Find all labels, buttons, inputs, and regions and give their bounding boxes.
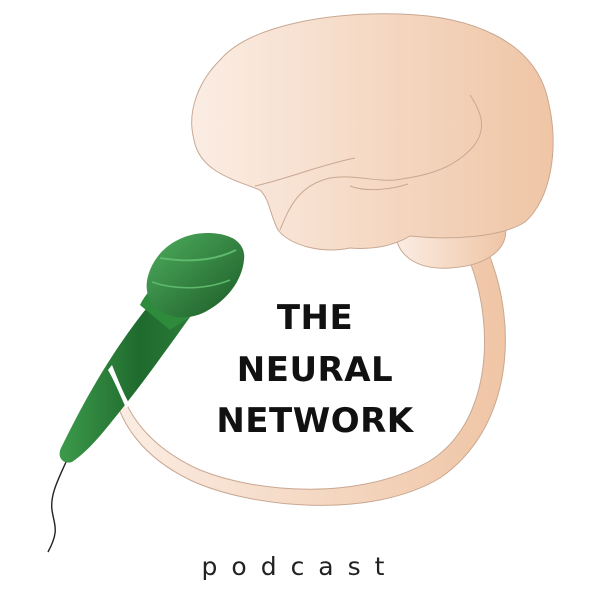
microphone-grille-line — [159, 249, 237, 262]
microphone-grille-line — [151, 279, 231, 289]
brain-cerebrum — [191, 13, 554, 251]
microphone-highlight — [108, 365, 130, 408]
microphone-handle — [59, 292, 195, 463]
title-line-the: THE — [276, 298, 354, 338]
title-line-network: NETWORK — [216, 401, 414, 441]
brain-fold — [279, 94, 483, 231]
microphone-cable — [47, 461, 67, 553]
brain-fold — [254, 157, 356, 187]
tagline-podcast: podcast — [201, 552, 399, 581]
title-line-neural: NEURAL — [236, 350, 394, 390]
brain-fold — [349, 183, 409, 191]
microphone-icon — [47, 232, 245, 553]
brain-icon — [111, 13, 554, 506]
microphone-head — [146, 232, 245, 318]
